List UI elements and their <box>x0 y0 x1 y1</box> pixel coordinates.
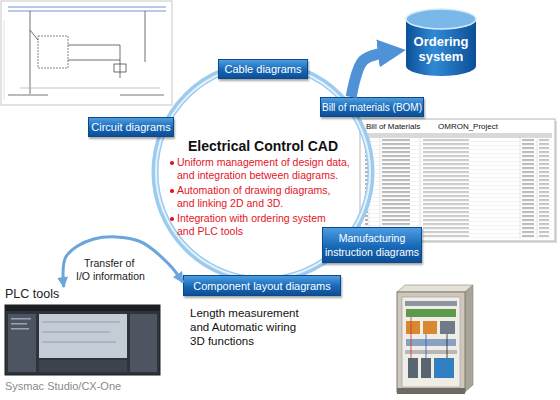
node-label: Manufacturing instruction diagrams <box>323 232 421 259</box>
breaker <box>423 321 437 334</box>
control-cabinet-3d <box>397 285 473 394</box>
node-sublabel: Sysmac Studio/CX-One <box>5 379 121 393</box>
bullet-dot <box>170 161 174 165</box>
wire <box>30 11 31 95</box>
cabinet-top <box>397 285 473 292</box>
sheet-shadow <box>362 121 557 243</box>
connector-label: Transfer of I/O information <box>76 257 148 283</box>
process-banner: Bill of materials (BOM) <box>320 97 424 117</box>
node-label: Bill of materials (BOM) <box>321 101 423 114</box>
bullet-text: Automation of drawing diagrams, and link… <box>177 184 340 210</box>
window <box>5 305 160 375</box>
wire <box>145 11 146 62</box>
wire <box>68 45 120 46</box>
bus-wire <box>8 11 166 12</box>
node-sublabel: OMRON_Project <box>438 122 498 132</box>
database-cylinder: Ordering system <box>405 8 477 78</box>
power-supply <box>440 321 455 334</box>
circuit-diagram-thumbnail <box>1 1 172 105</box>
bullet-text: Uniform management of design data, and i… <box>177 156 357 182</box>
node-label: Ordering system <box>405 34 477 64</box>
node-label: PLC tools <box>5 287 59 302</box>
bom-table-sheet <box>360 119 557 243</box>
cabinet-base <box>397 388 465 394</box>
tree-item <box>11 318 31 320</box>
bullet-dot <box>170 189 174 193</box>
cable-duct <box>405 350 457 354</box>
mounting-plate <box>402 297 460 387</box>
wire <box>426 334 427 358</box>
process-banner: Cable diagrams <box>218 59 308 79</box>
bus-wire <box>8 7 166 8</box>
title-block-mark <box>8 94 48 96</box>
transfer-arrow <box>63 237 183 287</box>
table-column-line <box>520 133 521 238</box>
frame-line <box>4 20 5 100</box>
bom-table: Bill of Materials OMRON_Project <box>360 119 555 241</box>
ladder-rung <box>42 332 110 333</box>
table-header-row <box>363 133 552 138</box>
node-label: Bill of Materials <box>366 122 420 132</box>
wire <box>411 317 412 358</box>
wire <box>447 334 448 358</box>
breaker <box>406 321 420 334</box>
process-banner: Manufacturing instruction diagrams <box>322 227 422 263</box>
ladder-rung <box>42 342 116 343</box>
flow-arrow <box>351 52 388 97</box>
wire <box>30 30 38 40</box>
table-column-line <box>420 133 421 238</box>
cabinet-side <box>465 285 473 392</box>
relay <box>408 358 418 378</box>
relay <box>421 358 431 378</box>
table-column-line <box>380 133 381 238</box>
table-column-line <box>537 133 538 238</box>
node-label: Circuit diagrams <box>89 120 173 134</box>
tree-item <box>11 328 29 330</box>
component-symbol <box>114 64 126 72</box>
process-banner: Component layout diagrams <box>183 275 341 296</box>
bullet-text: Integration with ordering system and PLC… <box>177 212 335 238</box>
tree-item <box>11 323 27 325</box>
side-pane <box>8 314 36 372</box>
table-rows <box>363 138 552 238</box>
process-banner: Circuit diagrams <box>88 117 174 137</box>
wire <box>68 60 120 61</box>
node-label: Cable diagrams <box>219 62 307 76</box>
title-block-mark <box>120 94 164 96</box>
side-pane <box>130 314 157 372</box>
cable-duct <box>405 301 457 306</box>
terminal-row <box>406 309 456 317</box>
node-label: Electrical Control CAD <box>151 138 375 155</box>
device-symbol <box>38 36 68 68</box>
output-pane <box>39 360 127 372</box>
ladder-rung <box>42 322 120 323</box>
sheet <box>360 119 555 241</box>
bullet-dot <box>170 217 174 221</box>
plc-unit <box>434 358 454 378</box>
feature-caption: Length measurement and Automatic wiring … <box>190 306 310 348</box>
editor-pane <box>39 314 127 358</box>
cylinder-top <box>406 9 476 29</box>
node-label: Component layout diagrams <box>184 279 340 293</box>
cabinet-body <box>397 292 465 392</box>
terminal-row <box>406 339 456 346</box>
wire <box>20 88 160 89</box>
plc-tools-panel: PLC toolsSysmac Studio/CX-One <box>3 287 163 397</box>
wire <box>120 45 121 78</box>
title-bar <box>5 305 160 311</box>
plc-software-screenshot <box>5 305 160 375</box>
thumbnail-frame <box>1 1 172 105</box>
